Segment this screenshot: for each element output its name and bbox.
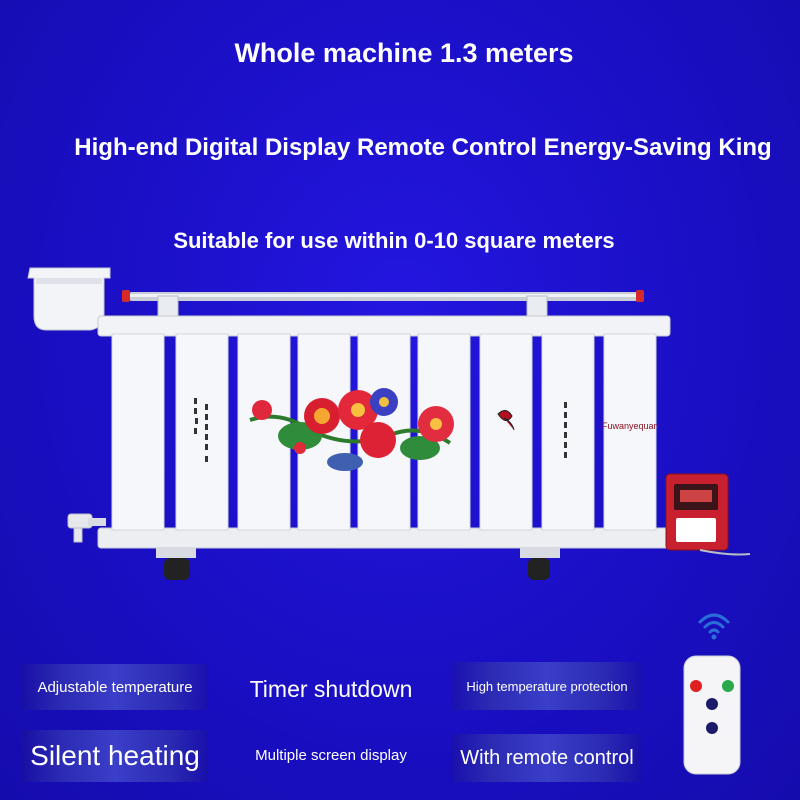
water-box-rim: [36, 278, 102, 284]
feature-silent-heating: Silent heating: [22, 730, 208, 782]
remote-power-button: [690, 680, 702, 692]
peony-ornament: [249, 388, 454, 471]
drain-pipe: [88, 518, 106, 526]
feature-multiple-screen-display: Multiple screen display: [255, 746, 407, 764]
feature-remote-control: With remote control: [452, 734, 642, 782]
headline-length: Whole machine 1.3 meters: [234, 38, 574, 68]
bottom-bar: [97, 527, 671, 549]
remote-mode-button: [706, 698, 718, 710]
feature-timer-shutdown: Timer shutdown: [249, 675, 413, 702]
fin: [111, 333, 165, 531]
towel-rail-highlight: [128, 294, 640, 297]
caster-wheels: [156, 548, 560, 580]
headline-area: Suitable for use within 0-10 square mete…: [173, 228, 615, 253]
rail-cap-left: [122, 290, 130, 302]
feature-adjustable-temperature: Adjustable temperature: [22, 664, 208, 710]
brand-label: Fuwanyequan: [602, 421, 659, 431]
top-bar: [97, 315, 671, 337]
remote-temp-button: [706, 722, 718, 734]
heater-fins: [111, 333, 657, 531]
wifi-icon: [698, 613, 730, 640]
butterfly-ornament: [497, 410, 515, 431]
fin: [175, 333, 229, 531]
headline-tagline: High-end Digital Display Remote Control …: [74, 134, 772, 161]
fin: [603, 333, 657, 531]
remote-control-icon: [683, 655, 741, 775]
remote-ok-button: [722, 680, 734, 692]
rail-cap-right: [636, 290, 644, 302]
calligraphy-right: [564, 402, 567, 458]
fin: [479, 333, 533, 531]
control-box: [665, 473, 751, 556]
drain-spout: [73, 527, 83, 543]
fin: [541, 333, 595, 531]
calligraphy-left: [194, 398, 208, 462]
feature-high-temperature-protection: High temperature protection: [452, 662, 642, 710]
